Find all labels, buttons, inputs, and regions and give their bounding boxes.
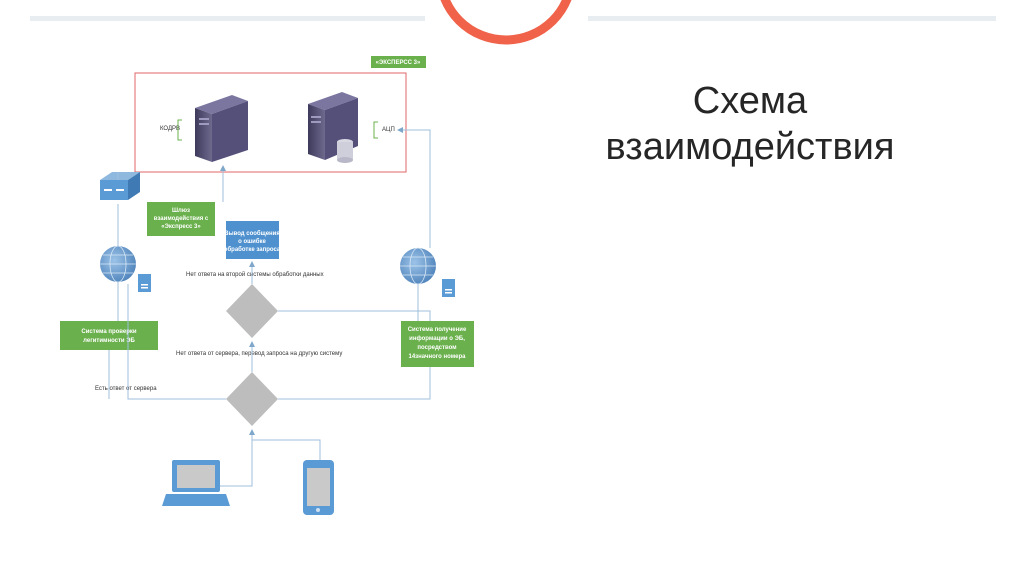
receive-box-line-1: Система получение [408, 327, 467, 333]
top-decor-bar-right [588, 16, 996, 21]
title-line-2: взаимодействия [605, 126, 895, 168]
response-from-server-label: Есть ответ от сервера [95, 386, 157, 392]
asu-bracket [373, 121, 378, 139]
verify-box-line-1: Система проверки [81, 329, 136, 335]
slide-title: Схема взаимодействия [540, 78, 960, 170]
globe-left-icon [100, 245, 136, 283]
receive-box-line-2: информации о ЭБ, [409, 335, 465, 342]
top-decor-bar-left [30, 16, 425, 21]
no-response-second-label: Нет ответа на второй системы обработки д… [186, 271, 324, 278]
document-left-icon [138, 274, 151, 292]
gateway-box-line-3: «Экспресс 3» [161, 224, 201, 230]
phone-icon [303, 460, 334, 515]
server-asu-icon [308, 92, 358, 163]
document-right-icon [442, 279, 455, 297]
receive-box-line-4: 14значного номера [409, 354, 467, 360]
error-box-line-3: обработке запроса [224, 246, 281, 253]
gateway-router-icon [100, 172, 140, 200]
globe-right-icon [400, 247, 436, 285]
verify-box [60, 321, 158, 350]
receive-box [401, 321, 474, 367]
decision-diamond-upper [226, 284, 278, 338]
error-box-line-1: Вывод сообщения [224, 230, 280, 237]
express-label-bg [371, 56, 426, 68]
kodrb-label: КОДРВ [160, 126, 180, 132]
gateway-box-line-1: Шлюз [172, 208, 190, 214]
connectors [108, 127, 431, 487]
express-container [134, 72, 407, 173]
gateway-box-line-2: взаимодействия с [154, 215, 209, 222]
server-kodrb-icon [195, 95, 248, 162]
gateway-box [147, 202, 215, 236]
receive-box-line-3: посредством [417, 345, 457, 351]
asu-label: АЦП [382, 127, 395, 133]
decision-diamond-lower [226, 372, 278, 426]
kodrb-bracket [177, 119, 182, 141]
express-label: «ЭКСПЕРСС 3» [376, 60, 421, 66]
verify-box-line-2: легитимности ЭБ [83, 338, 135, 344]
accent-circle [440, 0, 572, 45]
laptop-icon [162, 460, 230, 506]
title-line-1: Схема [692, 80, 808, 122]
error-box [226, 221, 279, 259]
no-response-server-label: Нет ответа от сервера, перевод запроса н… [176, 351, 342, 357]
error-box-line-2: о ошибке [238, 238, 266, 245]
